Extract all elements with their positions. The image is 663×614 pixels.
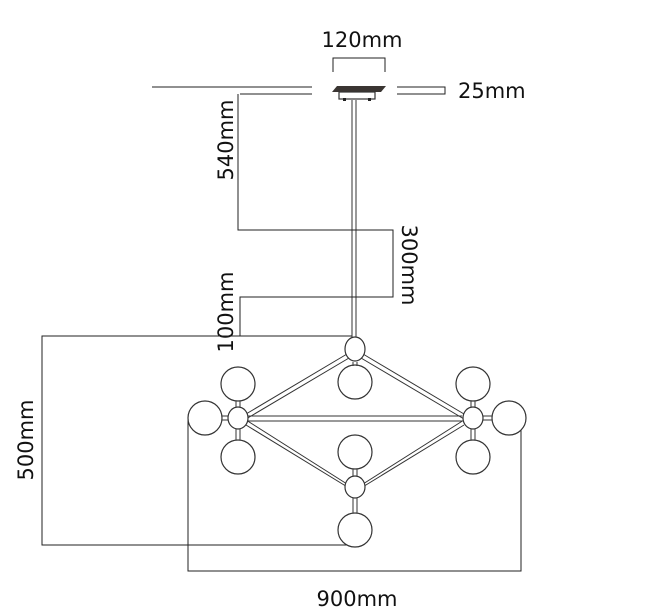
hub-drop-label: 100mm — [214, 272, 238, 353]
ceiling-lines: 25mm — [152, 79, 526, 103]
hub — [462, 406, 484, 430]
globe — [455, 366, 491, 402]
hub — [344, 475, 366, 499]
chandelier-arms — [245, 353, 465, 489]
globe — [220, 366, 256, 402]
rod — [351, 100, 357, 340]
body-width-label: 900mm — [317, 587, 398, 611]
chandelier-globes — [187, 336, 527, 548]
globe — [337, 364, 373, 400]
canopy-width-label: 120mm — [322, 28, 403, 52]
body-width-dimension: 900mm — [187, 418, 522, 611]
rod-length-label: 540mm — [214, 100, 238, 181]
canopy — [332, 86, 386, 101]
globe — [220, 439, 256, 475]
globe — [337, 512, 373, 548]
adjustable-label: 300mm — [397, 225, 421, 306]
globe — [337, 434, 373, 470]
rod-length-dimension: 540mm 300mm 100mm — [214, 94, 421, 353]
canopy-height-label: 25mm — [458, 79, 526, 103]
globe — [187, 400, 223, 436]
globe — [491, 400, 527, 436]
body-height-label: 500mm — [14, 400, 38, 481]
hub — [344, 336, 366, 362]
canopy-width-dimension: 120mm — [322, 28, 403, 72]
globe — [455, 439, 491, 475]
hub — [227, 406, 249, 430]
body-height-dimension: 500mm — [14, 335, 352, 546]
